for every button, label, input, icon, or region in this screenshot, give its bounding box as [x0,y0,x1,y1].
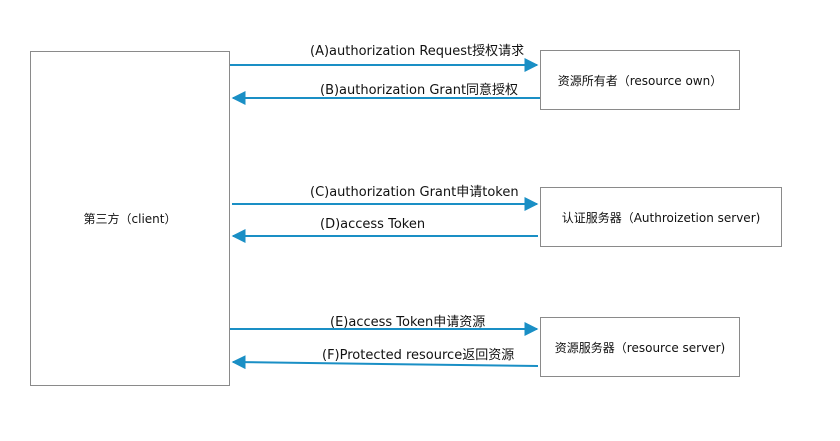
client-node: 第三方（client） [30,51,230,386]
edge-label-b: (B)authorization Grant同意授权 [320,83,519,98]
arrow-f [231,355,539,370]
auth-server-node: 认证服务器（Authroizetion server) [540,187,782,247]
auth-server-node-label: 认证服务器（Authroizetion server) [561,210,761,225]
resource-owner-node: 资源所有者（resource own） [540,50,740,110]
resource-owner-node-label: 资源所有者（resource own） [557,73,723,88]
client-node-label: 第三方（client） [83,212,177,226]
resource-server-node-label: 资源服务器（resource server) [554,340,726,355]
edge-label-e: (E)access Token申请资源 [330,315,486,330]
edge-label-c: (C)authorization Grant申请token [310,185,519,200]
edge-label-a: (A)authorization Request授权请求 [310,44,525,59]
resource-server-node: 资源服务器（resource server) [540,317,740,377]
edge-label-d: (D)access Token [320,217,426,232]
edge-label-f: (F)Protected resource返回资源 [322,348,515,363]
